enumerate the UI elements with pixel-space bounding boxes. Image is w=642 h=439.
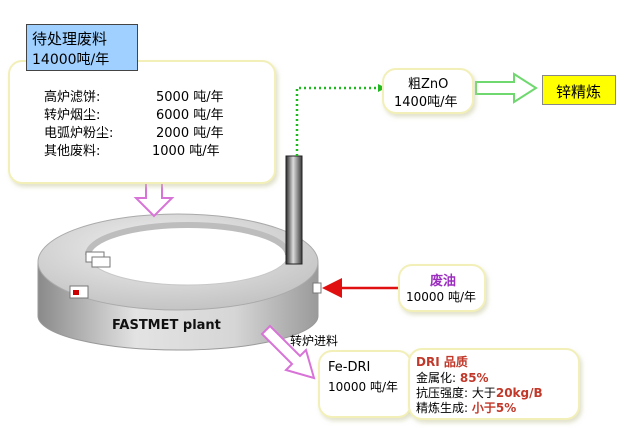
waste-oil-amount: 10000 吨/年 [406,290,477,304]
fe-dri-box: Fe-DRI 10000 吨/年 [318,350,412,418]
waste-amount: 14000吨/年 [32,52,110,68]
dri-quality-label: 金属化: [416,371,460,385]
waste-title-box: 待处理废料 14000吨/年 [26,24,138,71]
discharge-unit-icon [69,285,89,299]
dri-quality-value: 小于5% [471,401,517,415]
fe-dri-title: Fe-DRI [328,360,371,375]
waste-title: 待处理废料 [32,30,108,48]
dri-quality-value: 85% [459,371,489,385]
crude-zno-box: 粗ZnO 1400吨/年 [382,68,474,114]
dri-quality-title: DRI 品质 [416,355,468,369]
plant-label: FASTMET plant [112,318,221,333]
dri-quality-label: 精炼生成: [416,401,472,415]
dri-quality-line: 抗压强度: 大于20kg/B [416,384,543,401]
waste-item-name: 其他废料: [44,144,101,159]
zinc-refining-label: 锌精炼 [556,83,602,101]
rotary-hearth-furnace [37,213,319,351]
flue-gas-line [295,86,382,156]
crude-zno-title: 粗ZnO [408,77,449,92]
waste-item-value: 2000 吨/年 [156,126,224,141]
dri-quality-box: DRI 品质 金属化: 85% 抗压强度: 大于20kg/B 精炼生成: 小于5… [408,348,580,420]
zinc-refining-box: 锌精炼 [542,75,616,105]
dri-output-arrow [260,324,316,380]
feed-hopper-icon [85,251,111,268]
waste-item-value: 1000 吨/年 [152,144,220,159]
dri-quality-value: 20kg/B [495,386,543,400]
fe-dri-amount: 10000 吨/年 [328,380,399,394]
to-refining-arrow [475,72,538,104]
waste-item-name: 转炉烟尘: [44,108,101,123]
waste-input-box [8,60,276,184]
dri-quality-label: 抗压强度: 大于 [416,386,496,400]
dri-quality-line: 精炼生成: 小于5% [416,399,516,416]
waste-item-value: 6000 吨/年 [156,108,224,123]
waste-item-name: 高炉滤饼: [44,90,101,105]
crude-zno-amount: 1400吨/年 [394,95,458,110]
waste-oil-title: 废油 [430,274,457,289]
transfer-label: 转炉进料 [290,334,339,348]
waste-item-name: 电弧炉粉尘: [44,126,114,141]
waste-oil-box: 废油 10000 吨/年 [398,264,486,312]
waste-item-value: 5000 吨/年 [156,90,224,105]
chimney-stack [285,155,303,265]
feed-arrow [133,181,175,218]
dri-quality-line: 金属化: 85% [416,369,489,386]
burner-port-icon [312,282,322,294]
